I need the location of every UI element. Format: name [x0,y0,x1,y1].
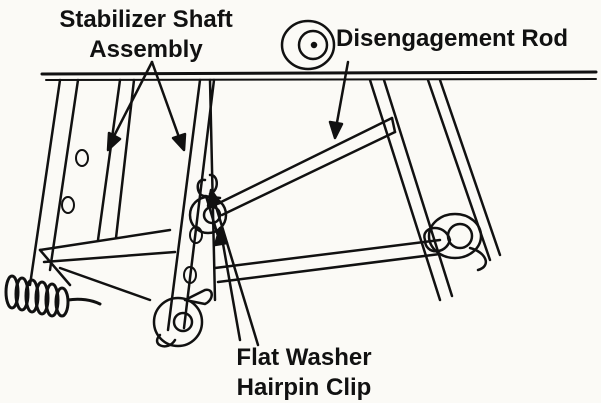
spring [4,274,102,318]
flat-washer-hairpin-label: Flat Washer Hairpin Clip [206,346,402,403]
top-roller [280,19,336,71]
stabilizer-label-line-2: Assembly [89,36,203,63]
lower-rod [213,238,442,284]
bottom-platform [38,228,177,302]
top-frame-bar [40,70,598,81]
stabilizer-label-line-1: Stabilizer Shaft [59,6,233,33]
flat-washer-label: Flat Washer [236,344,372,371]
hairpin-clip-label: Hairpin Clip [236,374,372,401]
right-frame-leg [368,78,502,302]
bottom-hairpin-clip [152,288,213,348]
right-hairpin-clip [423,212,488,272]
disengagement-rod-label: Disengagement Rod [336,25,569,52]
stabilizer-shaft-assembly-label: Stabilizer Shaft Assembly [26,8,266,68]
disengagement-rod [213,116,397,217]
leader-arrows [106,60,350,347]
left-stabilizer-plate [28,78,136,287]
